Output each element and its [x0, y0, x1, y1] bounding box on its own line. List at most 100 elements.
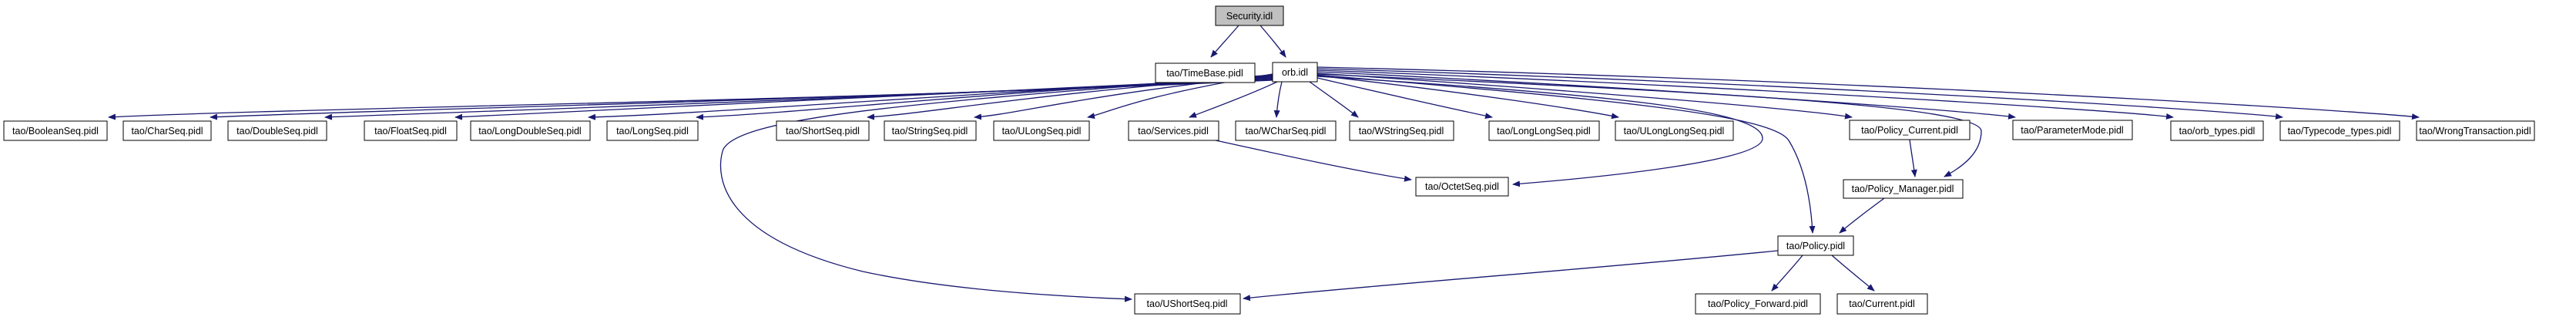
node-label: tao/ULongLongSeq.pidl — [1624, 126, 1725, 137]
edge-orb-to-ushortseq — [719, 74, 1273, 302]
node-tao-timebase-pidl[interactable]: tao/TimeBase.pidl — [1155, 62, 1256, 83]
node-label: tao/Services.pidl — [1138, 126, 1209, 137]
node-box — [884, 120, 977, 141]
node-orb-idl[interactable]: orb.idl — [1272, 62, 1318, 83]
edge-orb-to-octetseq — [1317, 76, 1763, 187]
node-box — [1349, 120, 1454, 141]
node-label: tao/WCharSeq.pidl — [1246, 126, 1327, 137]
edge-policy-manager-to-policy — [1839, 197, 1885, 234]
nodes-layer: Security.idl tao/TimeBase.pidl orb.idl t… — [3, 5, 2535, 315]
node-tao-charseq-pidl[interactable]: tao/CharSeq.pidl — [122, 120, 212, 141]
node-box — [1155, 62, 1256, 83]
node-tao-shortseq-pidl[interactable]: tao/ShortSeq.pidl — [776, 120, 870, 141]
node-box — [1843, 179, 1964, 199]
edge-policy-to-ushortseq — [1243, 250, 1779, 302]
node-box — [1695, 293, 1821, 315]
edge-orb-to-booleanseq — [108, 79, 1273, 120]
edge-security-to-orb — [1259, 25, 1286, 58]
node-box — [1615, 120, 1734, 141]
node-tao-wrongtransaction-pidl[interactable]: tao/WrongTransaction.pidl — [2416, 120, 2535, 141]
edge-orb-to-stringseq — [974, 74, 1273, 120]
node-box — [1128, 120, 1219, 141]
node-box — [1849, 120, 1971, 140]
node-label: tao/StringSeq.pidl — [892, 126, 968, 137]
edge-orb-to-typecode-types — [1317, 68, 2283, 120]
node-box — [1415, 177, 1509, 197]
edge-orb-to-longlongseq — [1317, 77, 1493, 120]
node-label: tao/ParameterMode.pidl — [2021, 125, 2123, 136]
node-tao-floatseq-pidl[interactable]: tao/FloatSeq.pidl — [364, 120, 458, 141]
edge-orb-to-services — [1189, 81, 1278, 118]
node-tao-policy-pidl[interactable]: tao/Policy.pidl — [1777, 235, 1854, 256]
node-tao-ulongseq-pidl[interactable]: tao/ULongSeq.pidl — [993, 120, 1090, 141]
node-security-idl[interactable]: Security.idl — [1215, 5, 1284, 26]
edge-orb-to-wrongtransaction — [1317, 66, 2420, 120]
node-tao-services-pidl[interactable]: tao/Services.pidl — [1128, 120, 1219, 141]
node-tao-longseq-pidl[interactable]: tao/LongSeq.pidl — [606, 120, 699, 141]
node-label: tao/TimeBase.pidl — [1166, 68, 1243, 79]
node-tao-booleanseq-pidl[interactable]: tao/BooleanSeq.pidl — [3, 120, 108, 141]
edge-security-to-timebase — [1210, 25, 1239, 58]
node-label: tao/BooleanSeq.pidl — [12, 126, 99, 137]
node-box — [1777, 235, 1854, 256]
node-tao-current-pidl[interactable]: tao/Current.pidl — [1836, 293, 1928, 315]
edge-policy-to-policy-forward — [1771, 255, 1803, 292]
node-box — [3, 120, 108, 141]
node-label: orb.idl — [1282, 67, 1308, 78]
edge-policy-to-current — [1831, 255, 1875, 292]
node-tao-policy-current-pidl[interactable]: tao/Policy_Current.pidl — [1849, 120, 1971, 140]
edge-orb-to-wstringseq — [1309, 81, 1359, 118]
node-box — [993, 120, 1090, 141]
node-box — [776, 120, 870, 141]
node-label: tao/WrongTransaction.pidl — [2419, 126, 2531, 137]
node-tao-parametermode-pidl[interactable]: tao/ParameterMode.pidl — [2012, 120, 2133, 140]
node-box — [122, 120, 212, 141]
node-tao-doubleseq-pidl[interactable]: tao/DoubleSeq.pidl — [227, 120, 327, 141]
edge-orb-to-policy-manager — [1317, 73, 1982, 177]
node-box — [227, 120, 327, 141]
node-tao-orb-types-pidl[interactable]: tao/orb_types.pidl — [2170, 120, 2264, 141]
node-tao-ushortseq-pidl[interactable]: tao/UShortSeq.pidl — [1134, 293, 1241, 315]
node-tao-longlongseq-pidl[interactable]: tao/LongLongSeq.pidl — [1488, 120, 1600, 141]
node-box — [364, 120, 458, 141]
edge-orb-to-policy-current — [1317, 73, 1853, 120]
node-label: tao/OctetSeq.pidl — [1425, 181, 1499, 192]
node-label: tao/Policy.pidl — [1786, 241, 1845, 251]
node-label: tao/ShortSeq.pidl — [786, 126, 860, 137]
node-label: tao/DoubleSeq.pidl — [236, 126, 318, 137]
node-box — [606, 120, 699, 141]
node-label: tao/FloatSeq.pidl — [374, 126, 447, 137]
edge-orb-to-shortseq — [867, 75, 1273, 120]
edge-orb-to-wcharseq — [1273, 81, 1283, 118]
node-label: tao/Policy_Manager.pidl — [1852, 184, 1954, 194]
node-tao-stringseq-pidl[interactable]: tao/StringSeq.pidl — [884, 120, 977, 141]
node-box — [2279, 120, 2400, 141]
node-tao-ulonglongseq-pidl[interactable]: tao/ULongLongSeq.pidl — [1615, 120, 1734, 141]
edge-services-to-octetseq — [1215, 140, 1412, 182]
node-label: tao/Policy_Forward.pidl — [1708, 298, 1808, 309]
node-label: tao/CharSeq.pidl — [131, 126, 203, 137]
edge-orb-to-orb-types — [1317, 69, 2174, 120]
node-box — [1272, 62, 1318, 83]
node-box — [470, 120, 591, 141]
node-tao-octetseq-pidl[interactable]: tao/OctetSeq.pidl — [1415, 177, 1509, 197]
node-box — [1235, 120, 1337, 141]
node-label: tao/ULongSeq.pidl — [1002, 126, 1082, 137]
node-box — [1836, 293, 1928, 315]
node-label: tao/orb_types.pidl — [2179, 126, 2256, 137]
node-tao-longdoubleseq-pidl[interactable]: tao/LongDoubleSeq.pidl — [470, 120, 591, 141]
node-tao-policy-manager-pidl[interactable]: tao/Policy_Manager.pidl — [1843, 179, 1964, 199]
node-box — [1215, 5, 1284, 26]
node-tao-typecode-types-pidl[interactable]: tao/Typecode_types.pidl — [2279, 120, 2400, 141]
edge-orb-to-longseq — [696, 76, 1273, 120]
node-label: tao/LongLongSeq.pidl — [1497, 126, 1591, 137]
node-label: tao/Typecode_types.pidl — [2288, 126, 2392, 137]
node-tao-wcharseq-pidl[interactable]: tao/WCharSeq.pidl — [1235, 120, 1337, 141]
node-label: tao/WStringSeq.pidl — [1359, 126, 1444, 137]
node-tao-wstringseq-pidl[interactable]: tao/WStringSeq.pidl — [1349, 120, 1454, 141]
node-tao-policy-forward-pidl[interactable]: tao/Policy_Forward.pidl — [1695, 293, 1821, 315]
node-label: tao/Current.pidl — [1849, 298, 1914, 309]
edges-layer — [108, 25, 2420, 302]
